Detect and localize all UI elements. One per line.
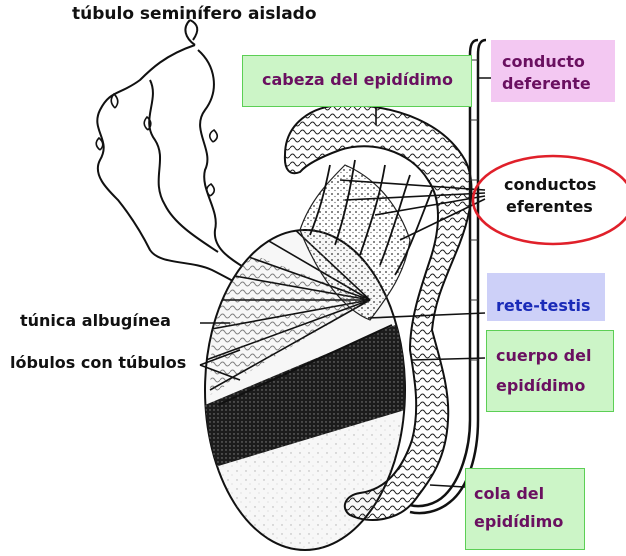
- label-eferentes: eferentes: [506, 198, 593, 216]
- label-cola: cola del: [474, 484, 544, 504]
- label-cuerpo: cuerpo del: [496, 346, 591, 366]
- label-tunica-albuginea: túnica albugínea: [20, 312, 171, 330]
- label-conductos: conductos: [504, 176, 596, 194]
- label-rete-testis: rete-testis: [496, 296, 591, 316]
- label-conducto: conducto: [502, 52, 585, 72]
- label-deferente: deferente: [502, 74, 591, 94]
- label-cuerpo-epididimo: epidídimo: [496, 376, 585, 396]
- label-cabeza-epididimo: cabeza del epidídimo: [262, 70, 453, 90]
- label-tubulo-seminifero: túbulo seminífero aislado: [72, 5, 317, 24]
- cuerpo-epididimo-box: [486, 330, 614, 412]
- cola-epididimo-box: [465, 468, 585, 550]
- label-lobulos: lóbulos con túbulos: [10, 354, 186, 372]
- label-cola-epididimo: epidídimo: [474, 512, 563, 532]
